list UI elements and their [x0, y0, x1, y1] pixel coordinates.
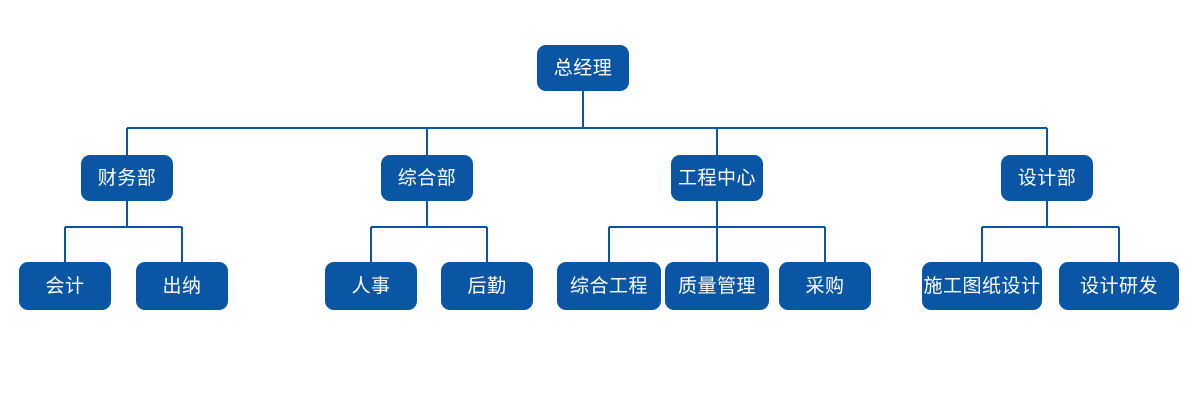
- node-design-rd[interactable]: 设计研发: [1059, 262, 1179, 310]
- node-general-manager[interactable]: 总经理: [537, 45, 629, 91]
- node-cashier[interactable]: 出纳: [136, 262, 228, 310]
- node-label: 后勤: [467, 274, 507, 297]
- node-label: 综合部: [397, 166, 457, 189]
- node-label: 工程中心: [677, 166, 756, 189]
- node-accounting[interactable]: 会计: [19, 262, 111, 310]
- node-engineering-center[interactable]: 工程中心: [671, 155, 763, 201]
- node-comprehensive-engineering[interactable]: 综合工程: [557, 262, 661, 310]
- node-label: 设计研发: [1079, 274, 1158, 297]
- node-label: 总经理: [553, 56, 613, 79]
- node-design-department[interactable]: 设计部: [1001, 155, 1093, 201]
- node-procurement[interactable]: 采购: [779, 262, 871, 310]
- node-label: 采购: [805, 274, 845, 297]
- node-label: 综合工程: [569, 274, 648, 297]
- node-general-affairs-department[interactable]: 综合部: [381, 155, 473, 201]
- node-label: 设计部: [1017, 166, 1077, 189]
- node-logistics[interactable]: 后勤: [441, 262, 533, 310]
- node-quality-management[interactable]: 质量管理: [665, 262, 769, 310]
- node-label: 出纳: [162, 274, 202, 297]
- node-finance-department[interactable]: 财务部: [81, 155, 173, 201]
- node-hr[interactable]: 人事: [325, 262, 417, 310]
- node-construction-drawing-design[interactable]: 施工图纸设计: [922, 262, 1042, 310]
- node-label: 质量管理: [677, 274, 756, 297]
- node-label: 人事: [351, 274, 391, 297]
- node-label: 财务部: [97, 166, 157, 189]
- node-label: 施工图纸设计: [923, 274, 1041, 297]
- node-label: 会计: [45, 274, 85, 297]
